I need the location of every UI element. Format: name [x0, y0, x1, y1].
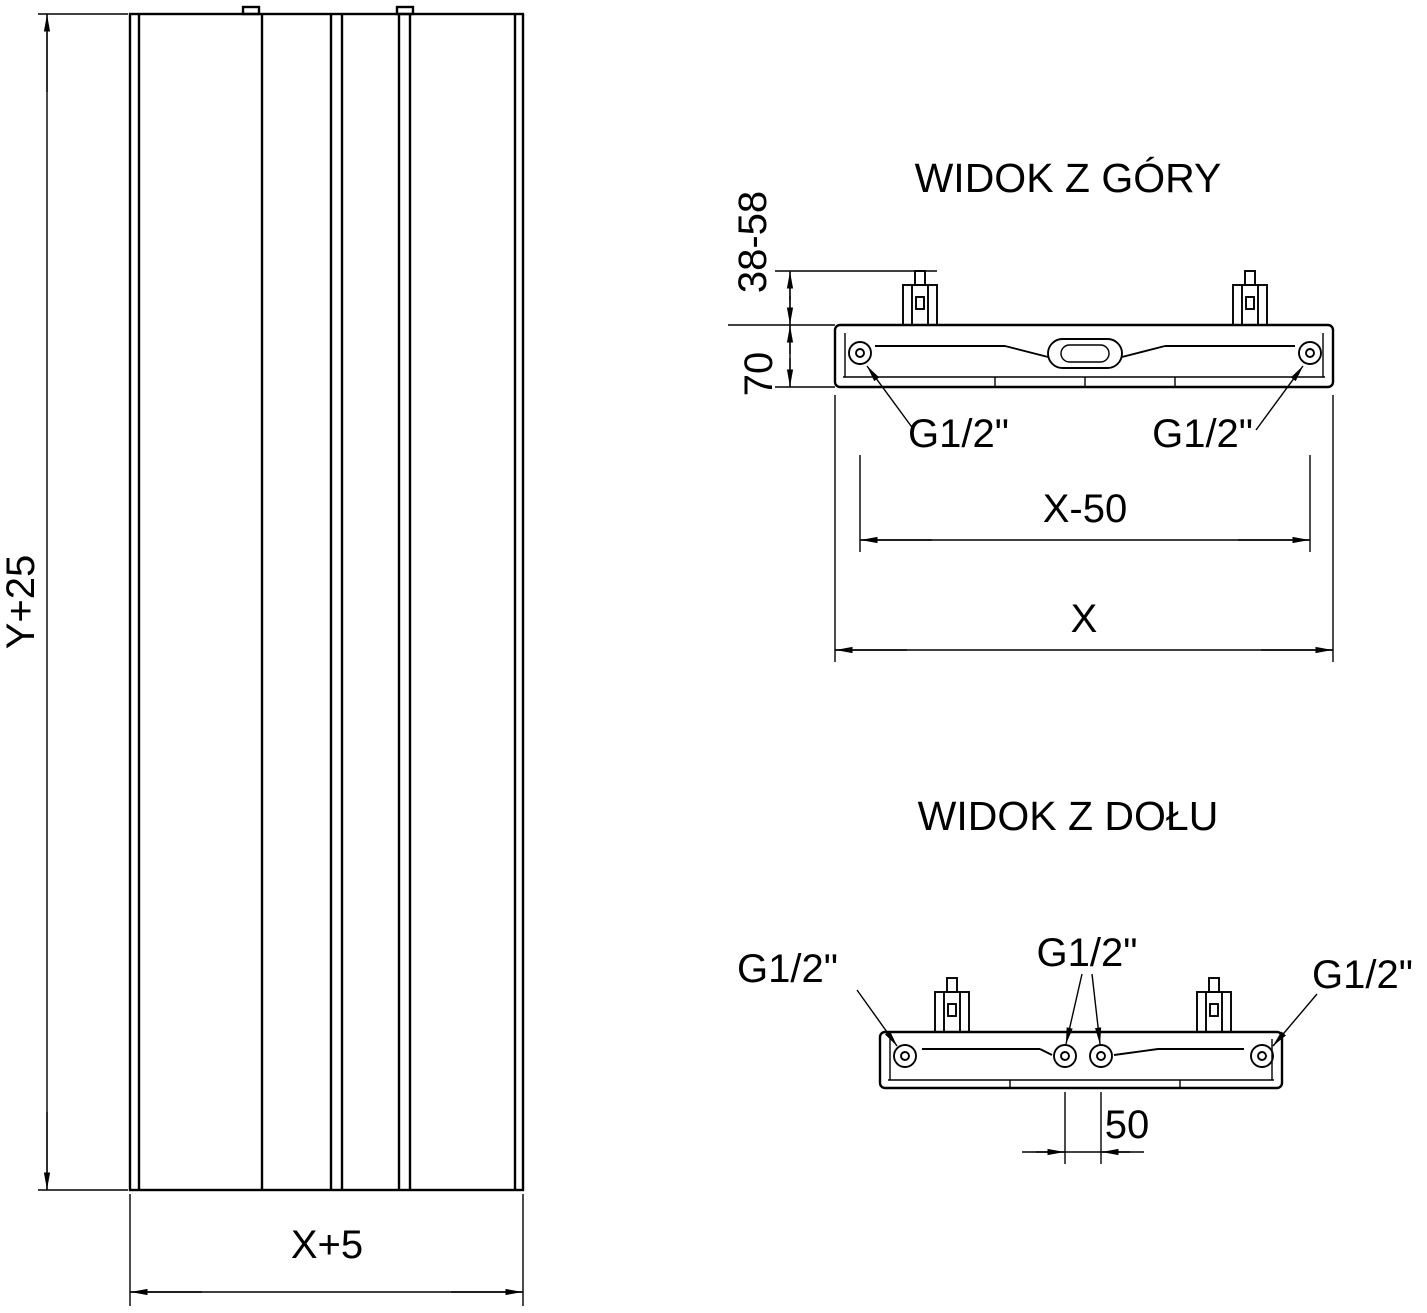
bracket-depth-dim-label: 38-58 — [731, 191, 775, 293]
body-depth-dim-label: 70 — [737, 352, 781, 397]
top-hanger-tab-left — [241, 5, 261, 16]
bracket-depth-dimension — [728, 270, 937, 326]
center-spacing-dim-label: 50 — [1105, 1103, 1150, 1147]
front-width-dim-label: X+5 — [291, 1223, 363, 1267]
top-hanger-tab-right — [395, 5, 415, 16]
mounting-bracket-icon — [1232, 270, 1268, 326]
front-height-dimension — [38, 13, 128, 1191]
connection-port-right — [1298, 341, 1322, 365]
top-connection-callout-left: G1/2" — [866, 365, 1009, 456]
body-depth-dimension — [775, 325, 835, 388]
top-view-body — [833, 323, 1335, 389]
bottom-view-body — [878, 1030, 1284, 1090]
top-connection-right-label: G1/2" — [1152, 412, 1253, 456]
bottom-view-title: WIDOK Z DOŁU — [918, 793, 1219, 839]
front-view: Y+25 X+5 — [0, 5, 525, 1306]
connection-port-left — [848, 341, 872, 365]
top-connection-callout-right: G1/2" — [1152, 365, 1304, 456]
bottom-view: WIDOK Z DOŁU G1/2" G1/2" G1/2" — [737, 793, 1413, 1164]
bottom-connection-left-label: G1/2" — [737, 947, 838, 991]
center-union-detail — [1047, 338, 1123, 369]
bottom-connection-center-label: G1/2" — [1037, 931, 1138, 975]
connection-port-center-right — [1089, 1044, 1113, 1068]
mounting-bracket-icon — [934, 977, 970, 1033]
bottom-connection-right-label: G1/2" — [1312, 953, 1413, 997]
top-view-title: WIDOK Z GÓRY — [915, 155, 1222, 201]
overall-width-dimension — [834, 395, 1334, 662]
top-view: WIDOK Z GÓRY — [728, 155, 1335, 662]
bottom-connection-leaders — [856, 973, 1318, 1047]
front-width-dimension — [129, 1194, 524, 1306]
center-spacing-dimension — [1022, 1092, 1144, 1164]
panel-front-outline — [128, 5, 525, 1192]
mounting-bracket-icon — [902, 270, 938, 326]
mounting-bracket-icon — [1196, 977, 1232, 1033]
overall-width-dim-label: X — [1071, 597, 1098, 641]
connection-spacing-dimension — [859, 455, 1311, 552]
connection-spacing-dim-label: X-50 — [1043, 487, 1128, 531]
front-height-dim-label: Y+25 — [0, 555, 43, 650]
connection-port-left — [893, 1044, 917, 1068]
top-connection-left-label: G1/2" — [908, 412, 1009, 456]
connection-port-center-left — [1053, 1044, 1077, 1068]
connection-port-right — [1250, 1044, 1274, 1068]
